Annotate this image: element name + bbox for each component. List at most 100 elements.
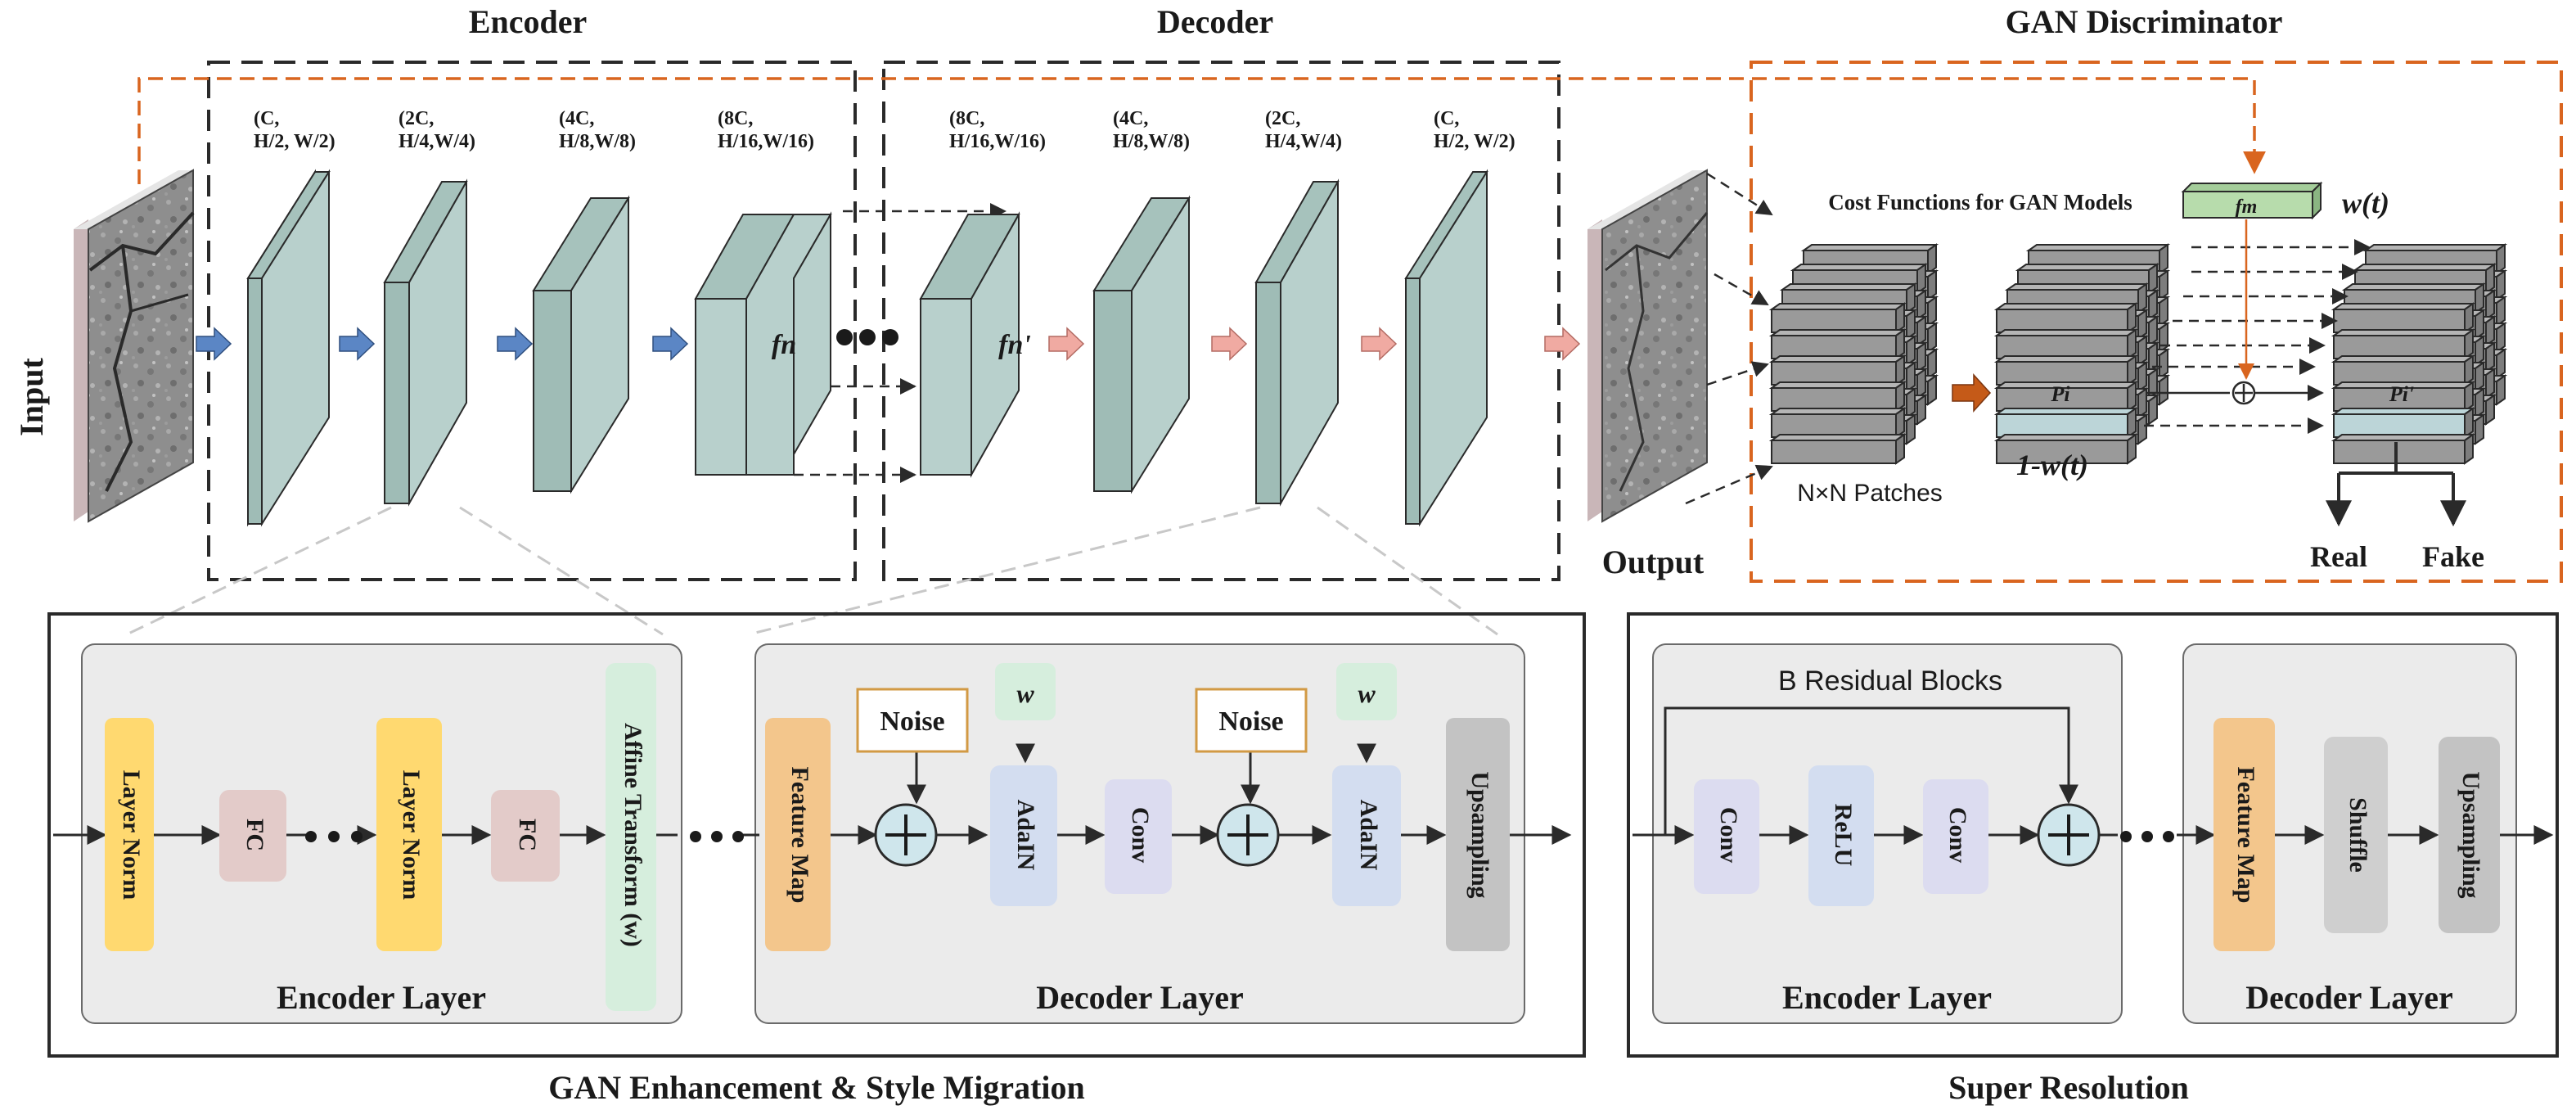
noise-label-2: Noise [1218,706,1283,737]
output-to-patches [1685,172,1773,505]
dec-dim-1a: (8C, [949,108,984,129]
mid-ellipsis [690,831,744,842]
input-image [74,169,195,523]
gan-enhancement-frame [47,612,1586,1058]
patch-cell [1768,407,1907,439]
one-minus-w-t-label: 1-w(t) [2016,449,2088,481]
fn-prime-label: fn' [998,330,1031,360]
patch-cell [2331,354,2476,386]
output-label: Output [1602,544,1705,580]
sr-conv-label-1: Conv [1715,807,1742,863]
enc-dim-2b: H/4,W/4) [399,131,475,152]
adain-block-2 [1332,765,1401,906]
pi-label: Pi [2050,382,2070,406]
affine-transform-label: Affine Transform (w) [619,723,646,947]
gan-enhancement-title: GAN Enhancement & Style Migration [548,1069,1085,1106]
dec-dim-2a: (4C, [1113,108,1148,129]
fc-label-2: FC [514,819,541,851]
upsampling-block [1446,718,1510,951]
encoder-slab-2 [383,178,468,507]
fn-label: fn [772,330,796,360]
relu-label: ReLU [1830,804,1857,867]
conv-label: Conv [1127,807,1154,863]
noise-label-1: Noise [880,706,944,737]
dec-dim-4a: (C, [1434,108,1459,129]
layer-norm-label-1: Layer Norm [118,770,145,900]
sr-conv-block-1 [1694,779,1759,894]
w-box-2 [1336,663,1397,720]
sr-conv-label-2: Conv [1944,807,1971,863]
w-label-2: w [1358,679,1376,708]
patch-cell [1768,302,1907,334]
skip-connection-line [137,77,2266,184]
output-image [1587,169,1709,523]
w-box-1 [995,663,1056,720]
sr-flow-lines [1633,706,2554,845]
patch-cell [1993,302,2139,334]
feature-map-label: Feature Map [786,767,813,904]
sr-encoder-layer-title: Encoder Layer [1782,979,1992,1016]
sr-upsampling-block [2439,737,2500,933]
upsampling-label: Upsampling [1466,771,1493,898]
encoder-frame [207,61,857,581]
shuffle-label: Shuffle [2344,797,2371,873]
patch-cell [1768,381,1907,413]
shuffle-block [2324,737,2388,933]
decoder-slab-4 [1404,169,1488,527]
patch-cell [1768,354,1907,386]
fc-block-1 [219,790,286,882]
discriminator-frame [1750,61,2563,583]
encoder-layer-title: Encoder Layer [277,979,486,1016]
patch-cell [1993,433,2139,465]
layer-norm-label-2: Layer Norm [398,770,425,900]
patch-cell [2331,407,2476,439]
patch-stack-3 [2331,243,2508,465]
dec-dim-3b: H/4,W/4) [1265,131,1342,152]
encoder-slab-1 [246,169,331,527]
enc-dim-2a: (2C, [399,108,434,129]
decoder-flow-arrows [1048,327,1581,361]
skip-dashes [794,203,1007,483]
enc-dim-3b: H/8,W/8) [559,131,636,152]
pi-prime-label: Pi' [2389,382,2414,406]
noise-box-2 [1195,688,1308,753]
sr-feature-map-block [2213,718,2275,951]
patch-cell [2331,302,2476,334]
dec-dim-4b: H/2, W/2) [1434,131,1515,152]
real-label: Real [2310,540,2367,573]
input-label: Input [13,358,50,436]
patch-cell [1993,381,2139,413]
patch-cell [2331,328,2476,360]
patch-cell [2331,433,2476,465]
adain-label-2: AdaIN [1355,800,1382,871]
fc-label-1: FC [241,819,268,851]
patch-cell [1993,354,2139,386]
fm-label: fm [2236,196,2258,218]
encoder-slab-4 [694,211,832,476]
sr-conv-block-2 [1923,779,1988,894]
noise-box-1 [856,688,969,753]
sr-feature-map-label: Feature Map [2232,767,2259,904]
decoder-slab-3 [1254,178,1340,507]
dec-dim-1b: H/16,W/16) [949,131,1046,152]
patch-cell [1768,433,1907,465]
patch-stack-1 [1768,243,1939,465]
adain-label-1: AdaIN [1012,800,1039,871]
decoder-layer-title: Decoder Layer [1036,979,1244,1016]
residual-blocks-label: B Residual Blocks [1778,666,2002,697]
patches-label: N×N Patches [1797,480,1943,507]
fake-label: Fake [2422,540,2484,573]
patch-cell [1993,328,2139,360]
layer-norm-block-1 [105,718,154,951]
super-resolution-frame [1627,612,2559,1058]
fc-block-2 [491,790,560,882]
sr-upsampling-label: Upsampling [2457,771,2484,898]
encoder-flow-arrows [196,327,689,361]
enc-dim-1a: (C, [254,108,279,129]
affine-transform-block [606,663,656,1011]
encoder-slab-3 [532,195,630,494]
decoder-frame [882,61,1560,581]
enc-dim-4a: (8C, [718,108,753,129]
patch-cell [1768,328,1907,360]
